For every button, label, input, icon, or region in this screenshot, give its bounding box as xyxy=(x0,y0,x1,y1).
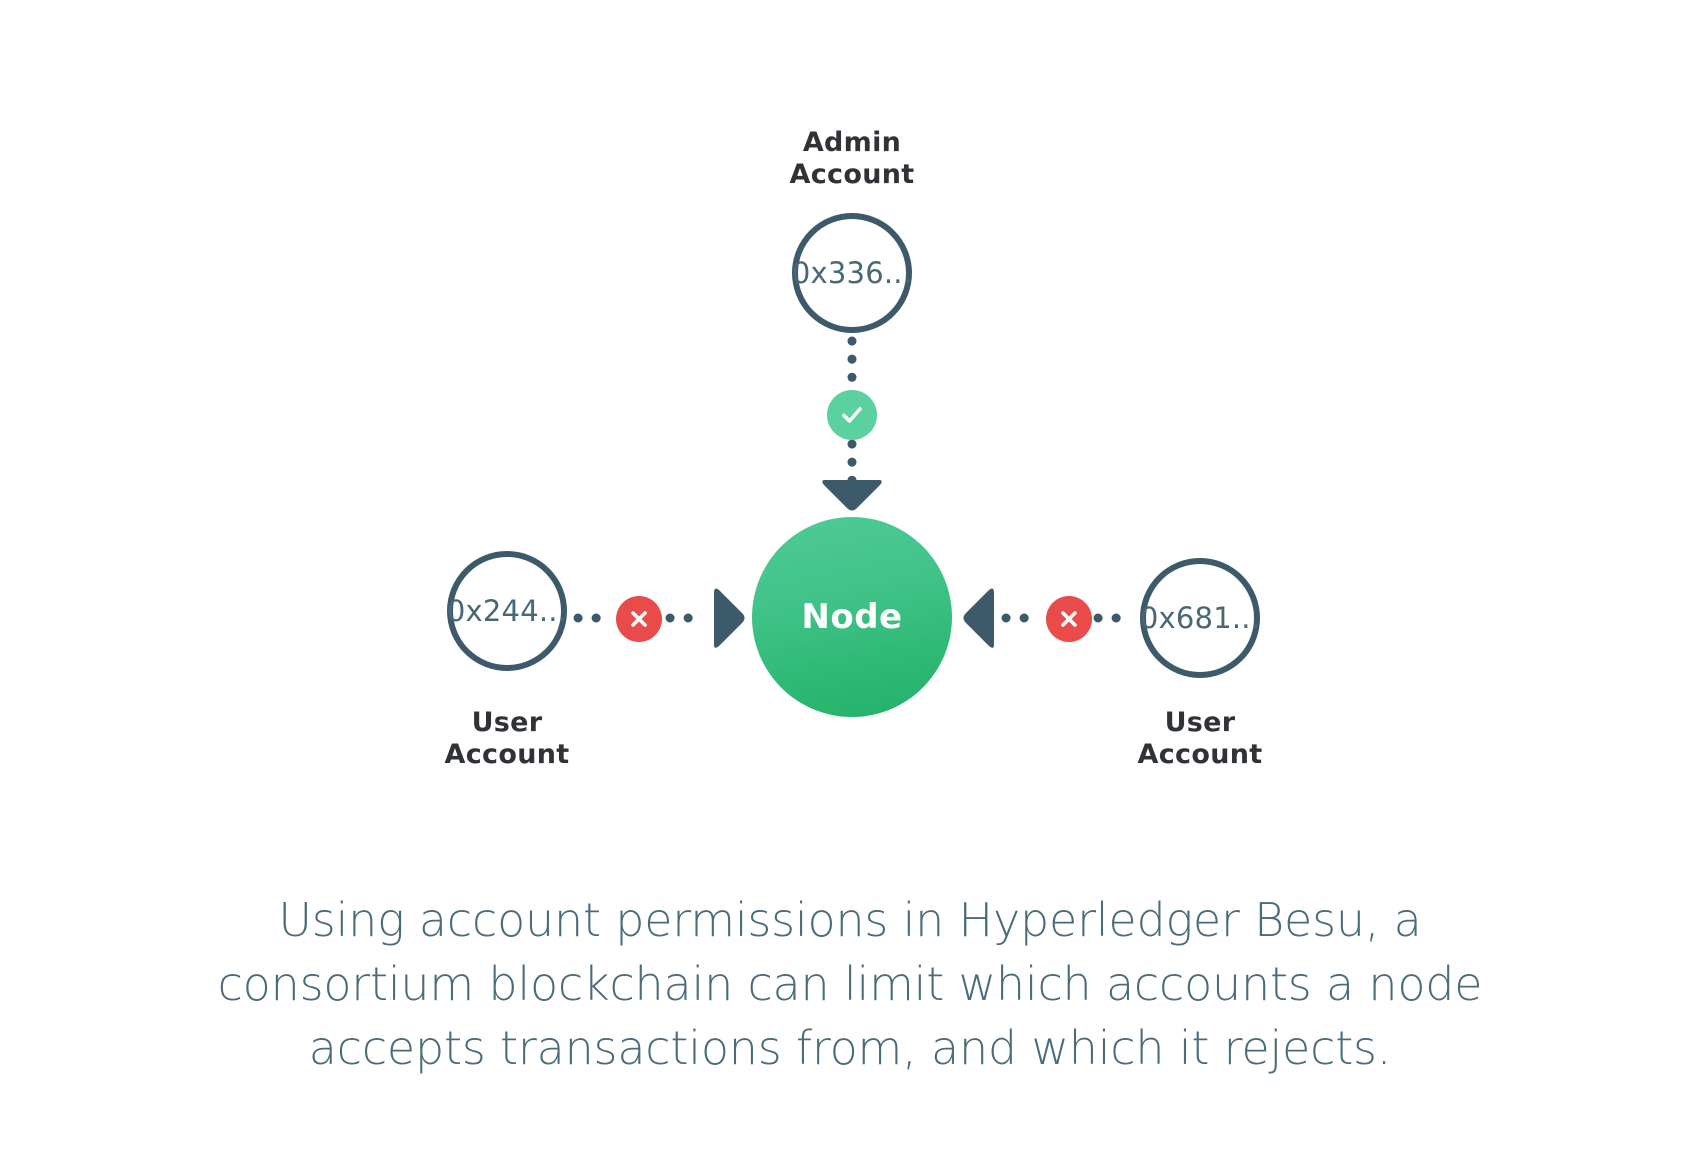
x-icon xyxy=(631,611,647,627)
central-node-circle[interactable]: Node xyxy=(752,517,952,717)
central-node-label: Node xyxy=(801,597,903,637)
x-icon xyxy=(1061,611,1077,627)
user-account-right-label: User Account xyxy=(1137,707,1263,770)
user-left-arrowhead-right xyxy=(714,588,745,648)
user-account-right-circle[interactable]: 0x681... xyxy=(1140,558,1260,678)
admin-account-circle[interactable]: 0x336... xyxy=(792,213,912,333)
user-account-left-address: 0x244... xyxy=(446,594,568,628)
user-account-left-label: User Account xyxy=(444,707,570,770)
deny-status-badge-left xyxy=(616,596,662,642)
diagram-caption: Using account permissions in Hyperledger… xyxy=(217,893,1483,1075)
allow-status-badge xyxy=(827,390,877,440)
user-account-right-address: 0x681... xyxy=(1139,601,1261,635)
user-account-left-circle[interactable]: 0x244... xyxy=(447,551,567,671)
admin-arrowhead-down xyxy=(822,480,882,511)
user-right-arrowhead-left xyxy=(963,588,994,648)
admin-account-address: 0x336... xyxy=(791,256,913,290)
deny-status-badge-right xyxy=(1046,596,1092,642)
admin-account-label: Admin Account xyxy=(789,127,915,190)
check-icon xyxy=(842,407,862,423)
